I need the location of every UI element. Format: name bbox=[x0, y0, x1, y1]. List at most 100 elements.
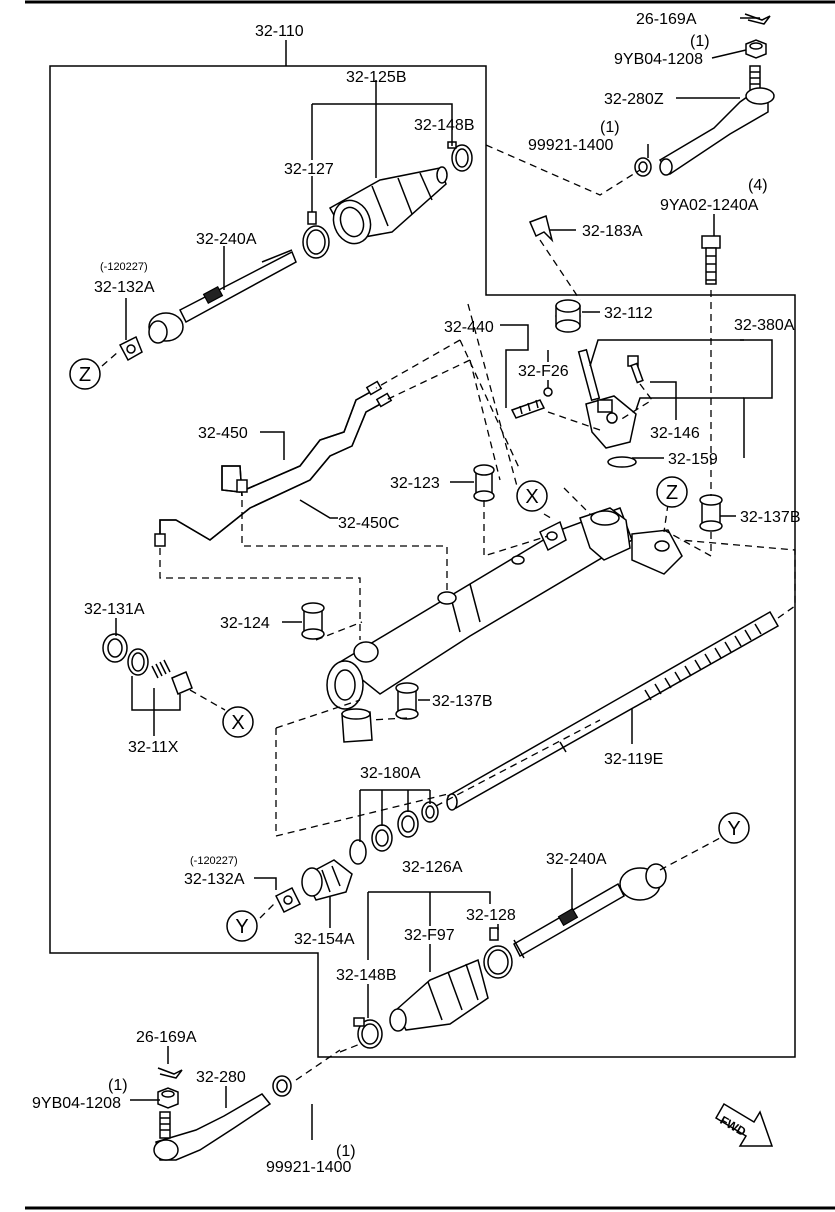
bellows-32-154a bbox=[301, 859, 353, 901]
callout-x-left: X bbox=[222, 706, 254, 738]
gear-housing bbox=[326, 507, 683, 743]
label-32-128: 32-128 bbox=[466, 907, 516, 924]
clamp-32-127 bbox=[302, 211, 330, 259]
tie-rod-end-32-280 bbox=[153, 1093, 272, 1161]
label-32-124: 32-124 bbox=[220, 615, 270, 632]
cotter-pin-bottom bbox=[157, 1067, 183, 1079]
callout-z-mid: Z bbox=[656, 476, 688, 508]
label-32-380a: 32-380A bbox=[734, 317, 795, 334]
callout-z-left: Z bbox=[69, 358, 101, 390]
label-32-240a-bottom: 32-240A bbox=[546, 851, 607, 868]
leader-lines bbox=[115, 17, 773, 1140]
clamp-32-128 bbox=[483, 927, 513, 979]
label-32-180a: 32-180A bbox=[360, 765, 421, 782]
label-32-154a: 32-154A bbox=[294, 931, 355, 948]
svg-text:X: X bbox=[525, 486, 538, 508]
label-32-148b-top: 32-148B bbox=[414, 117, 475, 134]
nut-9yb04-bottom bbox=[157, 1087, 179, 1109]
clamp-32-148b-top bbox=[447, 141, 473, 172]
lock-washer-top bbox=[118, 335, 143, 362]
label-qty-nut-bottom: (1) bbox=[108, 1077, 128, 1094]
label-32-125b: 32-125B bbox=[346, 69, 407, 86]
nut-99921-bottom bbox=[272, 1075, 292, 1097]
clip-32-183a bbox=[529, 215, 554, 243]
label-qty-nut-top: (1) bbox=[690, 33, 710, 50]
lock-washer-bottom bbox=[274, 886, 302, 914]
label-9yb04-bottom: 9YB04-1208 bbox=[32, 1095, 121, 1112]
label-32-127: 32-127 bbox=[284, 161, 334, 178]
label-qty-99921-top: (1) bbox=[600, 119, 620, 136]
inner-tie-rod-bottom bbox=[513, 863, 667, 959]
callout-x-mid: X bbox=[516, 480, 548, 512]
label-32-112: 32-112 bbox=[604, 305, 653, 322]
label-99921-bottom: 99921-1400 bbox=[266, 1159, 352, 1176]
assembly-boundary bbox=[49, 65, 796, 1058]
label-32-240a-top: 32-240A bbox=[196, 231, 257, 248]
part-labels: 32-110 32-125B 32-148B 32-127 32-240A (-… bbox=[32, 11, 801, 1176]
svg-text:Z: Z bbox=[79, 364, 91, 386]
washers-32-180a bbox=[349, 801, 439, 865]
label-9ya02: 9YA02-1240A bbox=[660, 197, 759, 214]
label-32-132a-bottom: 32-132A bbox=[184, 871, 245, 888]
label-32-11x: 32-11X bbox=[128, 739, 179, 756]
label-date-top: (-120227) bbox=[100, 261, 148, 273]
label-26-169a-top: 26-169A bbox=[636, 11, 697, 28]
label-qty-99921-bottom: (1) bbox=[336, 1143, 356, 1160]
boot-32-125b bbox=[328, 166, 448, 245]
callout-y-left: Y bbox=[226, 910, 258, 942]
nut-9yb04-top bbox=[745, 39, 767, 59]
label-date-bottom: (-120227) bbox=[190, 855, 238, 867]
label-32-137b-right: 32-137B bbox=[740, 509, 801, 526]
pipe-32-450c bbox=[154, 392, 393, 547]
svg-text:Y: Y bbox=[235, 916, 248, 938]
label-32-148b-bottom: 32-148B bbox=[336, 967, 397, 984]
bushing-32-137b-right bbox=[699, 494, 723, 532]
connector-32-f26 bbox=[510, 387, 553, 419]
label-32-280: 32-280 bbox=[196, 1069, 246, 1086]
label-32-450c: 32-450C bbox=[338, 515, 399, 532]
fwd-arrow-icon: FWD bbox=[714, 1102, 774, 1147]
label-32-450: 32-450 bbox=[198, 425, 248, 442]
label-26-169a-bottom: 26-169A bbox=[136, 1029, 197, 1046]
label-32-f97: 32-F97 bbox=[404, 927, 455, 944]
label-32-126a: 32-126A bbox=[402, 859, 463, 876]
label-32-123: 32-123 bbox=[390, 475, 440, 492]
bolt-32-146 bbox=[627, 355, 644, 384]
clamp-32-148b-bottom bbox=[353, 1017, 383, 1049]
svg-text:X: X bbox=[231, 712, 244, 734]
label-32-146: 32-146 bbox=[650, 425, 700, 442]
pipe-32-450 bbox=[221, 380, 383, 497]
callout-y-right: Y bbox=[718, 812, 750, 844]
cotter-pin-top bbox=[744, 13, 771, 25]
bolt-9ya02 bbox=[701, 235, 721, 285]
label-9yb04-top: 9YB04-1208 bbox=[614, 51, 703, 68]
svg-text:Z: Z bbox=[666, 482, 678, 504]
tie-rod-end-32-280z bbox=[658, 65, 775, 176]
label-32-137b-mid: 32-137B bbox=[432, 693, 493, 710]
spring-32-11x bbox=[127, 648, 193, 695]
label-qty-bolt: (4) bbox=[748, 177, 768, 194]
nut-99921-top bbox=[634, 157, 652, 177]
rack-32-119e bbox=[446, 610, 780, 811]
bushing-32-137b-mid bbox=[395, 682, 419, 720]
boot-32-f97 bbox=[389, 958, 489, 1032]
o-ring-32-159 bbox=[607, 456, 637, 468]
label-32-119e: 32-119E bbox=[604, 751, 663, 768]
svg-text:Y: Y bbox=[727, 818, 740, 840]
lock-nut-32-131a bbox=[102, 633, 128, 663]
bushing-32-123 bbox=[473, 464, 495, 502]
pinion-valve-32-380a bbox=[577, 348, 637, 449]
dashed-guide-lines bbox=[101, 144, 796, 1081]
label-32-132a-top: 32-132A bbox=[94, 279, 155, 296]
seal-32-112 bbox=[555, 299, 581, 333]
label-32-131a: 32-131A bbox=[84, 601, 145, 618]
label-32-159: 32-159 bbox=[668, 451, 718, 468]
label-99921-top: 99921-1400 bbox=[528, 137, 614, 154]
label-32-f26: 32-F26 bbox=[518, 363, 569, 380]
label-32-183a: 32-183A bbox=[582, 223, 643, 240]
bushing-32-124 bbox=[301, 602, 325, 640]
inner-tie-rod-top bbox=[148, 249, 297, 344]
label-32-440: 32-440 bbox=[444, 319, 494, 336]
label-32-110: 32-110 bbox=[255, 23, 304, 40]
